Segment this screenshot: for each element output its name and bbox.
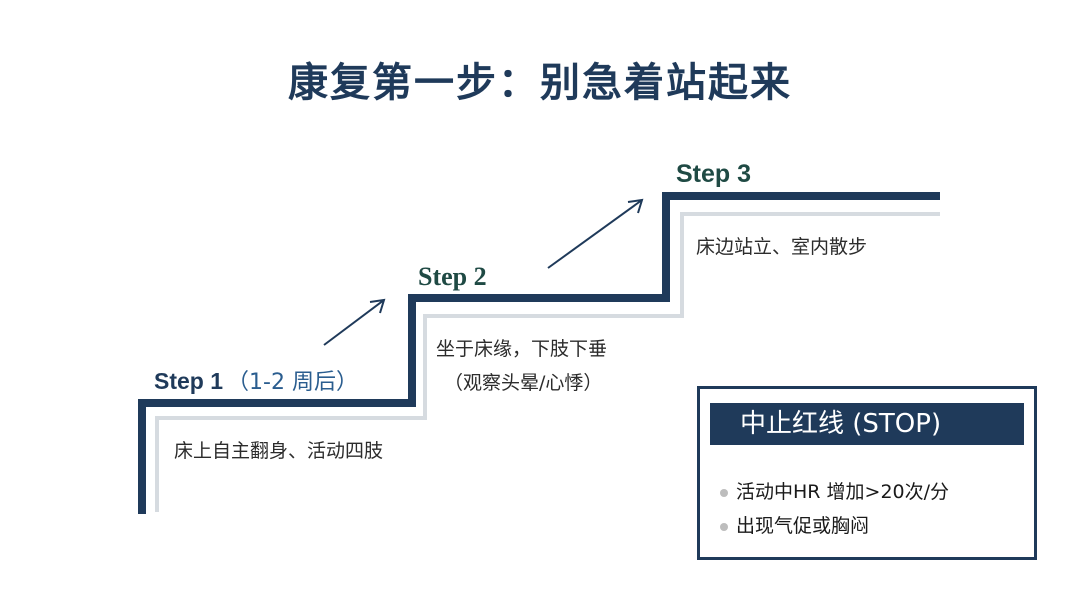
- bullet-icon: [720, 522, 728, 531]
- step-1-description: 床上自主翻身、活动四肢: [174, 440, 384, 462]
- stop-criteria-item-text: 活动中HR 增加>20次/分: [736, 481, 950, 503]
- step-1-title: Step 1: [154, 368, 224, 394]
- stop-criteria-title: 中止红线 (STOP): [710, 403, 1024, 445]
- step-1-note: （1-2 周后）: [227, 370, 358, 395]
- stop-criteria-item-text: 出现气促或胸闷: [736, 515, 870, 537]
- bullet-icon: [720, 488, 728, 497]
- staircase-line: [138, 192, 940, 514]
- stop-criteria-item: 活动中HR 增加>20次/分: [720, 477, 949, 504]
- step-3-label: Step 3: [676, 160, 752, 188]
- step-3-description: 床边站立、室内散步: [696, 236, 868, 258]
- step-2-label: Step 2: [418, 262, 487, 291]
- step-2-description: 坐于床缘，下肢下垂: [436, 338, 608, 360]
- page-title: 康复第一步：别急着站起来: [288, 60, 792, 106]
- staircase-inner-shadow: [155, 212, 940, 512]
- step-2-description-note: （观察头晕/心悸）: [444, 372, 603, 394]
- stop-criteria-item: 出现气促或胸闷: [720, 511, 869, 538]
- arrow-up-right-icon: [323, 298, 386, 346]
- arrow-up-right-icon: [547, 198, 644, 269]
- stop-criteria-box: 中止红线 (STOP) 活动中HR 增加>20次/分 出现气促或胸闷: [697, 386, 1037, 560]
- step-1-label: Step 1（1-2 周后）: [154, 364, 358, 396]
